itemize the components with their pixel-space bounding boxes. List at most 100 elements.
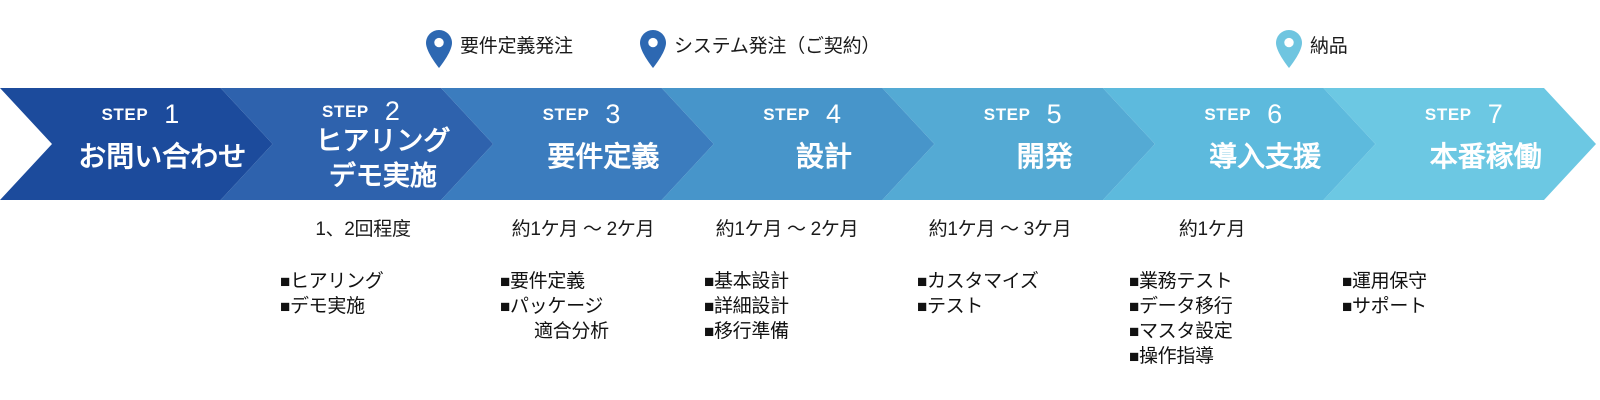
step-bullet-item: ■デモ実施 bbox=[280, 294, 468, 319]
step-bullet-label: パッケージ bbox=[509, 296, 604, 317]
step-detail-column-4: 約1ケ月 ～ 2ケ月■基本設計■詳細設計■移行準備 bbox=[682, 200, 892, 344]
step-details-row: 1、2回程度■ヒアリング■デモ実施約1ケ月 ～ 2ケ月■要件定義■パッケージ適合… bbox=[0, 200, 1600, 400]
milestone-markers-row: 要件定義発注システム発注（ご契約）納品 bbox=[0, 0, 1600, 88]
step-word-label: STEP bbox=[543, 105, 590, 124]
process-step-arrow-2[interactable] bbox=[220, 88, 494, 200]
step-word-label: STEP bbox=[101, 105, 148, 124]
bullet-square-icon: ■ bbox=[1129, 347, 1139, 366]
step-bullet-item: ■カスタマイズ bbox=[917, 269, 1105, 294]
bullet-square-icon: ■ bbox=[280, 272, 290, 291]
bullet-square-icon: ■ bbox=[1342, 297, 1352, 316]
step-detail-column-6: 約1ケ月■業務テスト■データ移行■マスタ設定■操作指導 bbox=[1107, 200, 1317, 369]
map-pin-icon bbox=[1276, 30, 1302, 68]
step-bullet-item: ■業務テスト bbox=[1129, 269, 1317, 294]
step-bullet-item: ■データ移行 bbox=[1129, 294, 1317, 319]
step-duration: 約1ケ月 ～ 2ケ月 bbox=[715, 219, 859, 240]
step-number: 5 bbox=[1047, 99, 1062, 129]
step-bullet-list: ■カスタマイズ■テスト bbox=[895, 252, 1105, 319]
bullet-square-icon: ■ bbox=[704, 322, 714, 341]
step-detail-column-3: 約1ケ月 ～ 2ケ月■要件定義■パッケージ適合分析 bbox=[478, 200, 688, 344]
process-step-label-group-5: STEP 5 開発 bbox=[984, 99, 1074, 172]
process-step-arrow-6[interactable] bbox=[1102, 88, 1376, 200]
step-detail-column-1 bbox=[38, 200, 248, 269]
bullet-square-icon: ■ bbox=[500, 297, 510, 316]
bullet-square-icon: ■ bbox=[1129, 322, 1139, 341]
step-detail-column-2: 1、2回程度■ヒアリング■デモ実施 bbox=[258, 200, 468, 319]
step-bullet-label: デモ実施 bbox=[289, 296, 365, 317]
step-number: 4 bbox=[826, 99, 841, 129]
bullet-square-icon: ■ bbox=[1129, 272, 1139, 291]
step-duration bbox=[1320, 200, 1530, 252]
bullet-square-icon: ■ bbox=[917, 297, 927, 316]
step-bullet-label: 操作指導 bbox=[1138, 346, 1214, 367]
step-duration bbox=[38, 200, 248, 252]
step-title-line: 本番稼働 bbox=[1430, 141, 1542, 172]
milestone-system-order: システム発注（ご契約） bbox=[640, 30, 880, 68]
process-step-arrow-3[interactable] bbox=[441, 88, 714, 200]
process-step-arrow-4[interactable] bbox=[661, 88, 935, 200]
step-bullet-item: ■運用保守 bbox=[1342, 269, 1530, 294]
step-title-line: 要件定義 bbox=[547, 140, 659, 172]
map-pin-icon bbox=[426, 30, 452, 68]
step-bullet-item: ■要件定義 bbox=[500, 269, 688, 294]
step-bullet-label: サポート bbox=[1351, 296, 1427, 317]
step-bullet-label: カスタマイズ bbox=[926, 271, 1039, 292]
step-number: 6 bbox=[1267, 99, 1282, 129]
step-title-line: ヒアリング bbox=[315, 125, 450, 156]
step-bullet-label: テスト bbox=[926, 296, 984, 317]
step-bullet-item: ■操作指導 bbox=[1129, 344, 1317, 369]
step-bullet-list bbox=[38, 252, 248, 269]
step-bullet-list: ■業務テスト■データ移行■マスタ設定■操作指導 bbox=[1107, 252, 1317, 369]
step-duration: 1、2回程度 bbox=[315, 219, 411, 240]
step-title-line: 導入支援 bbox=[1209, 141, 1322, 172]
bullet-square-icon: ■ bbox=[500, 272, 510, 291]
step-bullet-item: ■サポート bbox=[1342, 294, 1530, 319]
bullet-square-icon: ■ bbox=[280, 297, 290, 316]
process-step-arrow-7[interactable] bbox=[1323, 88, 1596, 200]
step-bullet-label: 要件定義 bbox=[509, 271, 585, 292]
bullet-square-icon: ■ bbox=[917, 272, 927, 291]
step-word-label: STEP bbox=[1425, 105, 1472, 124]
process-step-arrow-5[interactable] bbox=[882, 88, 1155, 200]
step-number: 3 bbox=[605, 99, 620, 129]
step-bullet-item: ■基本設計 bbox=[704, 269, 892, 294]
step-bullet-list: ■運用保守■サポート bbox=[1320, 252, 1530, 319]
bullet-square-icon: ■ bbox=[704, 272, 714, 291]
milestone-label: 要件定義発注 bbox=[460, 36, 573, 57]
step-duration: 約1ケ月 ～ 3ケ月 bbox=[928, 219, 1072, 240]
step-number: 7 bbox=[1488, 99, 1503, 129]
step-bullet-label: 業務テスト bbox=[1138, 271, 1233, 292]
process-step-label-group-7: STEP 7 本番稼働 bbox=[1425, 99, 1542, 172]
step-bullet-item: ■ヒアリング bbox=[280, 269, 468, 294]
step-detail-column-7: ■運用保守■サポート bbox=[1320, 200, 1530, 319]
step-word-label: STEP bbox=[763, 105, 810, 124]
step-word-label: STEP bbox=[1204, 105, 1251, 124]
step-bullet-item: ■テスト bbox=[917, 294, 1105, 319]
milestone-label: システム発注（ご契約） bbox=[674, 36, 881, 57]
step-word-label: STEP bbox=[984, 105, 1031, 124]
process-step-label-group-6: STEP 6 導入支援 bbox=[1204, 99, 1322, 172]
step-bullet-label: 詳細設計 bbox=[713, 296, 789, 317]
step-bullet-list: ■基本設計■詳細設計■移行準備 bbox=[682, 252, 892, 344]
step-bullet-list: ■要件定義■パッケージ適合分析 bbox=[478, 252, 688, 344]
step-bullet-label: ヒアリング bbox=[289, 271, 384, 292]
step-bullet-label: マスタ設定 bbox=[1138, 321, 1233, 342]
milestone-requirements-order: 要件定義発注 bbox=[426, 30, 573, 68]
step-bullet-label: 運用保守 bbox=[1351, 271, 1427, 292]
step-word-label: STEP bbox=[322, 102, 369, 121]
bullet-square-icon: ■ bbox=[1342, 272, 1352, 291]
step-title-line: 開発 bbox=[1017, 141, 1074, 172]
process-step-arrow-1[interactable] bbox=[0, 88, 273, 200]
step-bullet-label: データ移行 bbox=[1138, 296, 1233, 317]
step-number: 2 bbox=[385, 96, 400, 126]
step-duration: 約1ケ月 bbox=[1178, 219, 1246, 240]
step-detail-column-5: 約1ケ月 ～ 3ケ月■カスタマイズ■テスト bbox=[895, 200, 1105, 319]
map-pin-icon bbox=[640, 30, 666, 68]
step-bullet-item: ■マスタ設定 bbox=[1129, 319, 1317, 344]
step-number: 1 bbox=[164, 99, 179, 129]
